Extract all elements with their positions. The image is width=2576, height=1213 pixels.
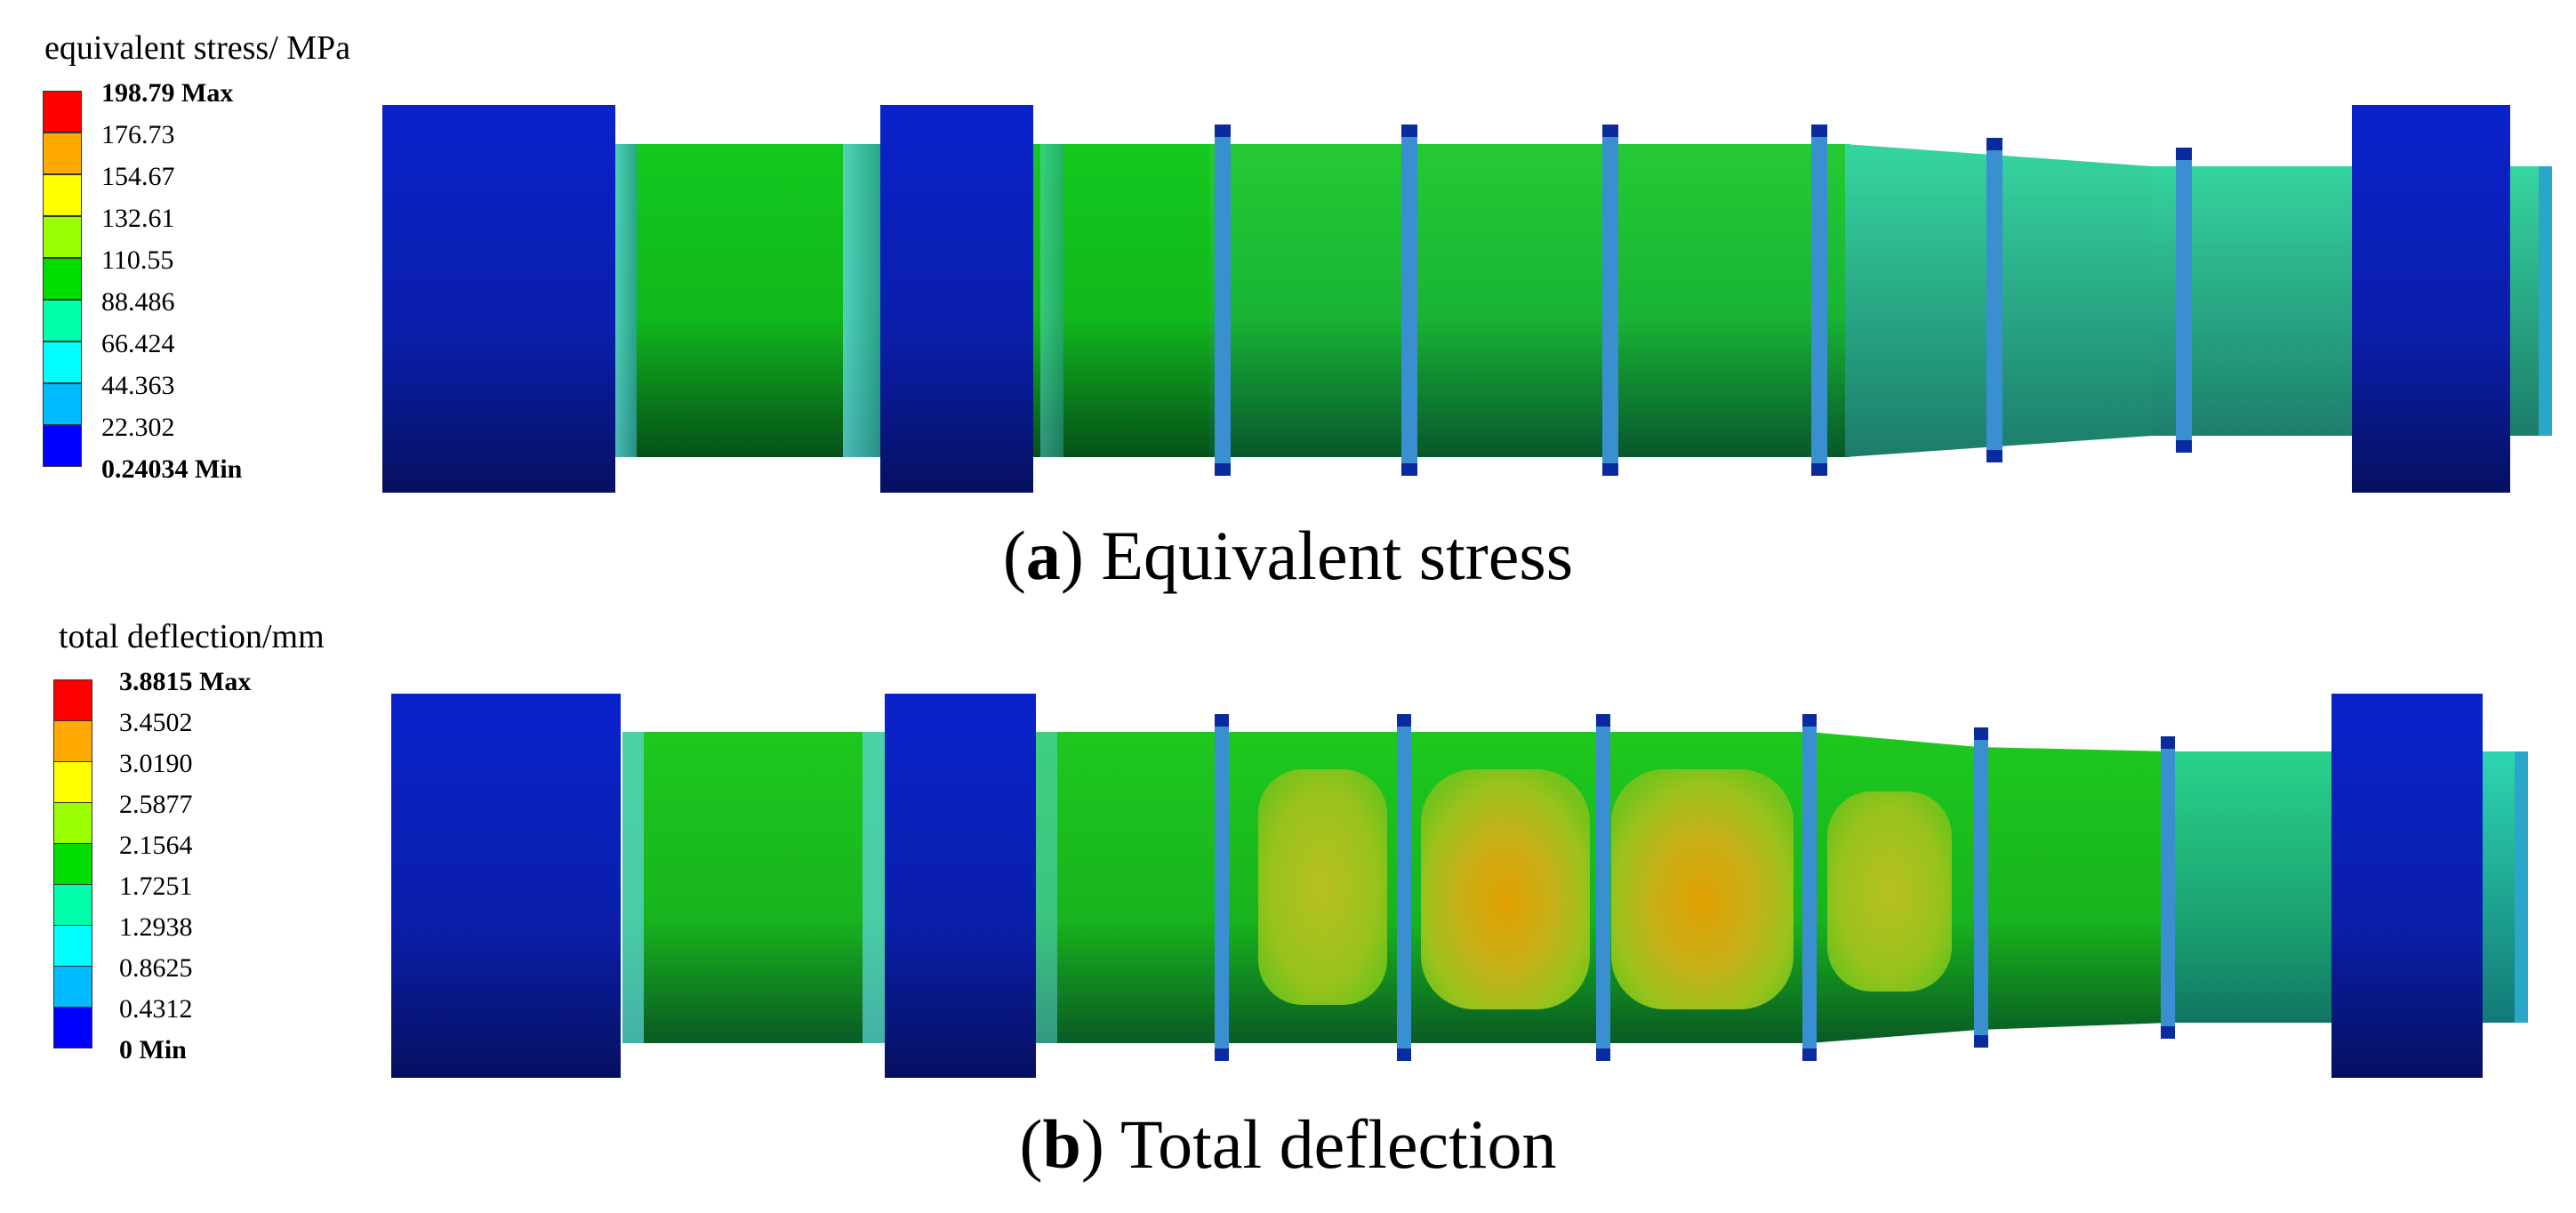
legend-swatch [53, 720, 92, 762]
legend-swatch [43, 383, 82, 425]
legend-label: 88.486 [101, 287, 175, 317]
caption-a: (a) Equivalent stress [1002, 517, 1574, 594]
legend-label: 22.302 [101, 413, 175, 442]
legend-swatch [43, 133, 82, 174]
legend-label: 110.55 [101, 245, 174, 275]
panel-total-deflection: total deflection/mm 3.8815 Max 3.4502 3.… [0, 605, 2576, 1213]
deflection-contour-shaft [391, 694, 2528, 1078]
legend-swatch [43, 91, 82, 133]
legend-swatch [43, 216, 82, 258]
legend-swatch [43, 174, 82, 216]
legend-label: 0.4312 [119, 994, 193, 1024]
legend-swatch [53, 884, 92, 926]
caption-b: (b) Total deflection [1019, 1105, 1557, 1183]
caption-text: Equivalent stress [1083, 517, 1574, 594]
legend-title: equivalent stress/ MPa [44, 29, 351, 67]
legend-label: 66.424 [101, 329, 175, 358]
legend-swatch [53, 925, 92, 967]
panel-equivalent-stress: equivalent stress/ MPa 198.79 Max 176.73… [0, 0, 2576, 605]
legend-swatch [53, 1007, 92, 1048]
legend-label: 0.8625 [119, 953, 193, 983]
color-legend: 3.8815 Max 3.4502 3.0190 2.5877 2.1564 1… [53, 669, 409, 1071]
legend-swatch [43, 300, 82, 341]
legend-label-min: 0.24034 Min [101, 454, 243, 484]
legend-label: 154.67 [101, 162, 175, 191]
legend-swatch [43, 341, 82, 383]
caption-text: Total deflection [1103, 1105, 1557, 1183]
legend-label-min: 0 Min [119, 1035, 187, 1064]
legend-label: 176.73 [101, 120, 175, 149]
legend-label: 44.363 [101, 371, 175, 400]
legend-swatch [53, 966, 92, 1008]
legend-swatch [53, 843, 92, 885]
color-legend: 198.79 Max 176.73 154.67 132.61 110.55 8… [43, 80, 398, 484]
legend-swatch [43, 258, 82, 300]
legend-label: 3.4502 [119, 708, 193, 737]
legend-label: 1.2938 [119, 912, 193, 942]
legend-label: 1.7251 [119, 872, 193, 901]
legend-label-max: 198.79 Max [101, 78, 234, 108]
legend-swatch [43, 425, 82, 467]
caption-letter: a [1025, 517, 1061, 594]
legend-swatch [53, 679, 92, 721]
legend-label-max: 3.8815 Max [119, 667, 252, 696]
caption-letter: b [1042, 1105, 1081, 1183]
legend-label: 2.5877 [119, 790, 193, 819]
legend-label: 132.61 [101, 204, 175, 233]
legend-label: 2.1564 [119, 831, 193, 860]
legend-title: total deflection/mm [59, 618, 325, 655]
legend-swatch [53, 802, 92, 844]
stress-contour-shaft [382, 105, 2552, 493]
legend-label: 3.0190 [119, 749, 193, 778]
